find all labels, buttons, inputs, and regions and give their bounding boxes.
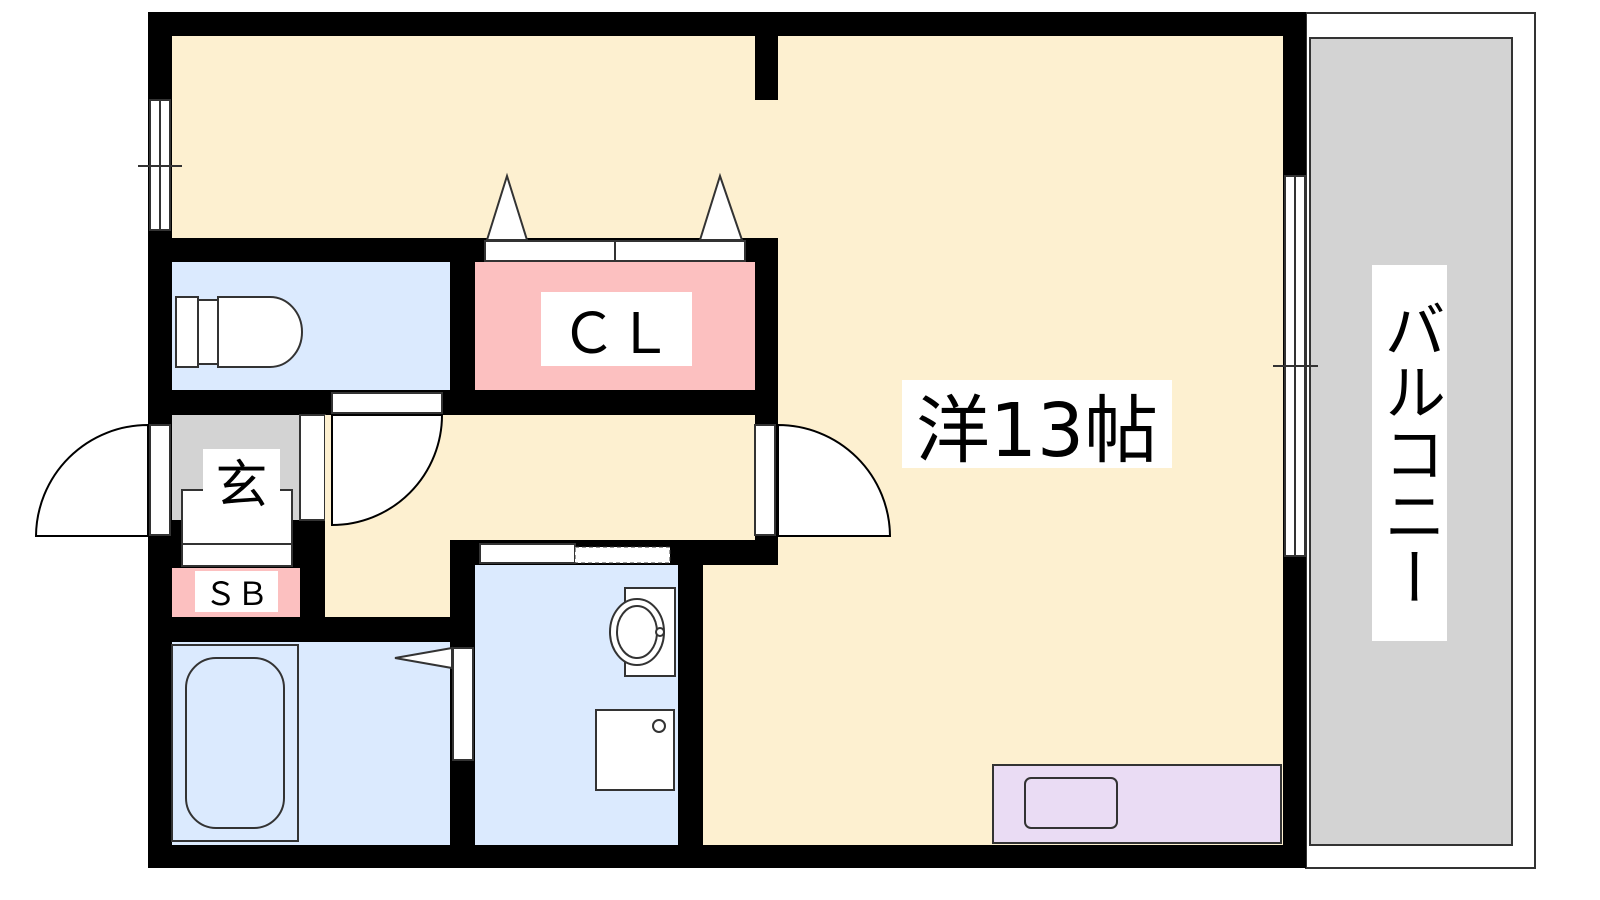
- closet-door-swing-icon: [485, 172, 529, 241]
- shoe-box-door[interactable]: [181, 543, 293, 567]
- room-door-frame[interactable]: [754, 424, 776, 536]
- room-door-swing-icon: [777, 423, 892, 537]
- entrance-door[interactable]: [149, 424, 171, 536]
- washroom-door[interactable]: [479, 543, 576, 564]
- washing-machine-icon: [595, 709, 675, 791]
- bathtub-icon: [185, 657, 285, 829]
- entrance-label: 玄: [203, 449, 280, 516]
- washbasin-icon: [609, 587, 676, 677]
- partition-wall: [755, 36, 778, 100]
- toilet-door[interactable]: [331, 392, 443, 414]
- door-swing-icon: [331, 414, 444, 527]
- bathroom-door[interactable]: [452, 647, 474, 761]
- bathroom: [172, 642, 450, 845]
- hallway: [325, 540, 450, 617]
- sink-icon: [1024, 777, 1118, 829]
- shoe-box-label: ＳＢ: [195, 571, 278, 613]
- closet-label: ＣＬ: [541, 292, 692, 367]
- entrance-door-swing-icon: [34, 423, 149, 537]
- main-room-label: 洋13帖: [902, 380, 1172, 474]
- balcony-label: バルコニー: [1372, 265, 1447, 641]
- toilet-icon: [175, 296, 303, 368]
- closet-door-swing-icon: [698, 172, 744, 241]
